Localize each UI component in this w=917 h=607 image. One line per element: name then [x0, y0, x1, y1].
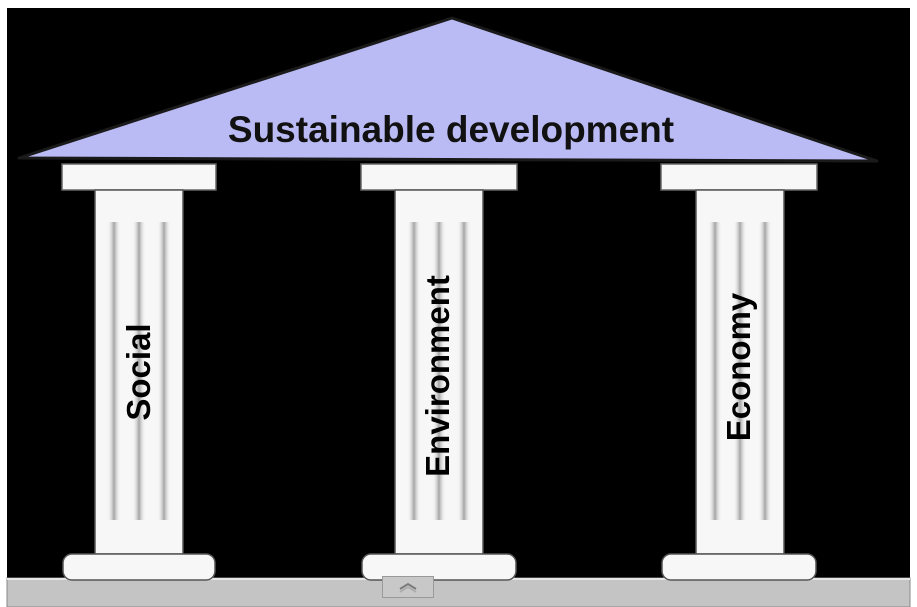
pillar-social-plinth	[62, 553, 216, 581]
pillar-social-label: Social	[120, 323, 157, 420]
roof-title: Sustainable development	[228, 109, 674, 150]
pillar-economy: Economy	[660, 163, 818, 581]
pillar-environment-capital	[360, 163, 518, 191]
ground-base	[6, 577, 911, 607]
pillar-environment: Environment	[360, 163, 518, 581]
pillar-economy-plinth	[661, 553, 817, 581]
roof	[17, 16, 879, 163]
pillar-economy-label: Economy	[720, 292, 757, 441]
collapse-button[interactable]	[382, 576, 434, 598]
pillar-social-capital	[61, 163, 217, 191]
pillar-environment-plinth	[361, 553, 517, 581]
chevron-up-icon	[399, 582, 417, 593]
pillar-social: Social	[61, 163, 217, 581]
pillar-economy-capital	[660, 163, 818, 191]
pillar-environment-label: Environment	[419, 275, 456, 477]
